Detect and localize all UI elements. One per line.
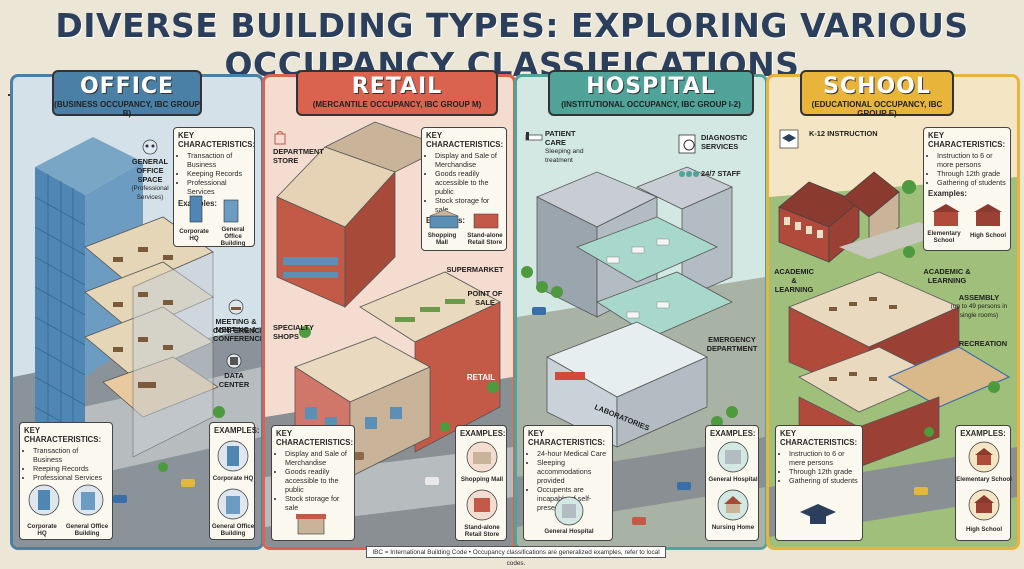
high-school-icon	[968, 489, 1000, 521]
office-building-icon	[217, 488, 249, 520]
academic-learning-label: ACADEMIC & LEARNING	[774, 267, 814, 294]
office-examples-box: EXAMPLES: Corporate HQ General Office Bu…	[209, 422, 260, 540]
point-of-sale-label: POINT OF SALE	[467, 289, 503, 307]
specialty-shops-label: SPECIALTY SHOPS	[273, 323, 314, 341]
hospital-panel: PATIENT CARE Sleeping and treatment DIAG…	[514, 74, 768, 550]
recreation-label: RECREATION	[958, 339, 1008, 348]
data-center-label: DATA CENTER	[209, 353, 259, 389]
building-icons	[28, 484, 104, 516]
hospital-header: HOSPITAL (INSTITUTIONAL OCCUPANCY, IBC G…	[548, 70, 754, 116]
diagnostic-icon	[678, 134, 696, 154]
shopping-bag-icon	[274, 131, 286, 145]
diagnostic-services-label: DIAGNOSTIC SERVICES	[677, 133, 761, 154]
mall-store-icons	[429, 209, 499, 229]
retail-key-characteristics-top: KEY CHARACTERISTICS: Display and Sale of…	[421, 127, 507, 251]
graduation-cap-icon	[779, 129, 799, 149]
school-key-characteristics-bottom: KEY CHARACTERISTICS: Instruction to 6 or…	[775, 425, 863, 541]
nursing-home-icon	[717, 489, 749, 521]
hospital-key-characteristics-bottom: KEY CHARACTERISTICS: 24-hour Medical Car…	[523, 425, 613, 541]
retail-sign: RETAIL	[466, 373, 496, 382]
patient-care-label: PATIENT CARE Sleeping and treatment	[525, 129, 595, 165]
elementary-school-icon	[968, 441, 1000, 473]
office-panel: KEY CHARACTERISTICS: Transaction of Busi…	[10, 74, 264, 550]
retail-header: RETAIL (MERCANTILE OCCUPANCY, IBC GROUP …	[296, 70, 498, 116]
retail-panel: DEPARTMENT STORE KEY CHARACTERISTICS: Di…	[262, 74, 516, 550]
storefront-icon	[296, 514, 326, 535]
office-key-characteristics-top: KEY CHARACTERISTICS: Transaction of Busi…	[173, 127, 255, 247]
school-panel: K-12 INSTRUCTION KEY CHARACTERISTICS: In…	[766, 74, 1020, 550]
school-examples-box: EXAMPLES: Elementary School High School	[955, 425, 1012, 541]
school-header: SCHOOL (EDUCATIONAL OCCUPANCY, IBC GROUP…	[800, 70, 954, 118]
people-icon	[142, 139, 158, 155]
office-header: OFFICE (BUSINESS OCCUPANCY, IBC GROUP B)	[52, 70, 202, 118]
bed-icon	[525, 132, 543, 141]
general-office-label: GENERAL OFFICE SPACE (Professional Servi…	[125, 139, 175, 202]
retail-examples-box: EXAMPLES: Shopping Mall Stand-alone Reta…	[455, 425, 507, 541]
mall-icon	[466, 441, 498, 473]
retail-key-characteristics-bottom: KEY CHARACTERISTICS: Display and Sale of…	[271, 425, 355, 541]
hq-icon	[217, 440, 249, 472]
supermarket-label: SUPERMARKET	[446, 265, 504, 274]
hospital-icon	[554, 496, 584, 526]
meeting-conference-label: MEETING & CONFERENCE	[213, 299, 261, 335]
academic-learning-label-2: ACADEMIC & LEARNING	[923, 267, 971, 285]
retail-store-icon	[466, 489, 498, 521]
school-building-icons	[932, 204, 1002, 226]
office-illustration	[13, 137, 261, 547]
meeting-icon	[228, 299, 244, 315]
hospital-examples-box: EXAMPLES: General Hospital Nursing Home	[705, 425, 759, 541]
graduation-cap-icon	[800, 504, 836, 524]
hospital-illustration	[517, 166, 765, 547]
emergency-department-label: EMERGENCY DEPARTMENT	[706, 335, 758, 353]
office-key-characteristics-bottom: KEY CHARACTERISTICS: Transaction of Busi…	[19, 422, 113, 540]
meeting-conference-label-2: MEETING & CONFERENCE	[213, 325, 264, 343]
office-tower-icon	[189, 195, 239, 223]
footer-note: IBC = International Building Code • Occu…	[366, 546, 666, 567]
k12-instruction-label: K-12 INSTRUCTION	[779, 129, 889, 149]
page-title: DIVERSE BUILDING TYPES: EXPLORING VARIOU…	[55, 6, 969, 84]
general-hospital-icon	[717, 441, 749, 473]
staff-icon	[679, 171, 699, 177]
school-key-characteristics-top: KEY CHARACTERISTICS: Instruction to 6 or…	[923, 127, 1011, 251]
staff-label: 24/7 STAFF	[677, 169, 761, 178]
server-icon	[226, 353, 242, 369]
assembly-label: ASSEMBLY (up to 49 persons in single roo…	[950, 293, 1008, 319]
department-store-label: DEPARTMENT STORE	[273, 129, 333, 165]
